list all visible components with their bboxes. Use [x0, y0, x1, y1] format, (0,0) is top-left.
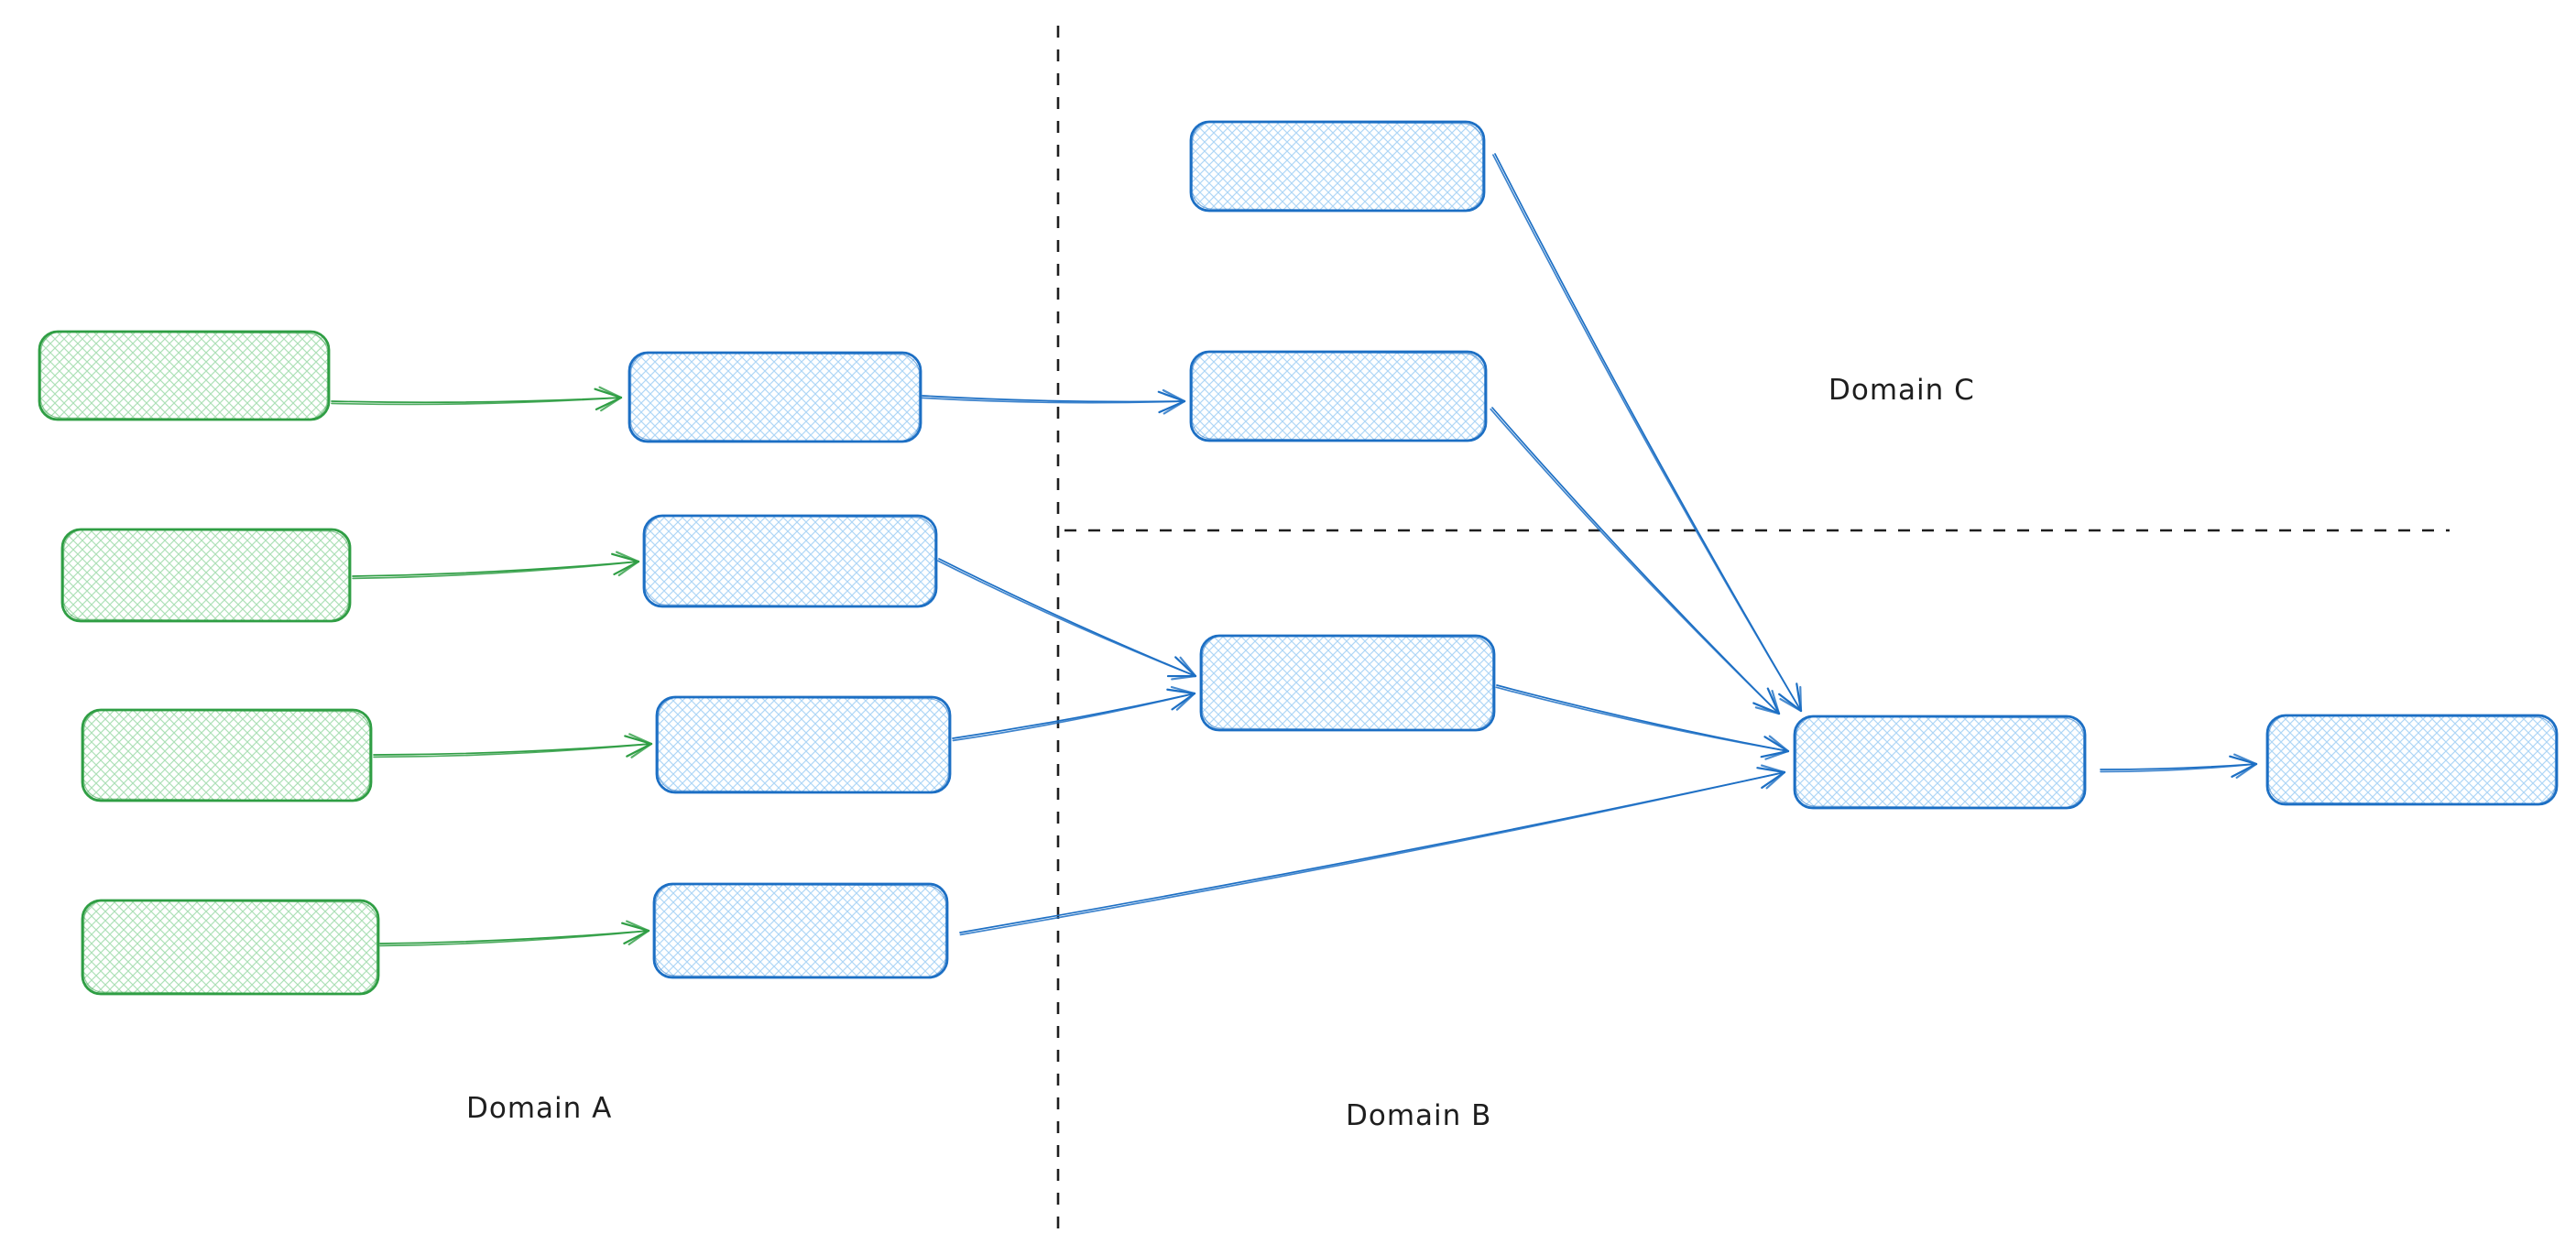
- node-a-process-1: [628, 351, 922, 443]
- edge-a4-to-p4: [379, 920, 650, 947]
- edge-m2-to-out: [2100, 753, 2258, 779]
- node-a-source-2: [60, 528, 352, 623]
- edge-a1-to-p1: [331, 386, 623, 412]
- edge-p4-to-m2: [959, 764, 1786, 936]
- node-c-node-1: [1189, 120, 1486, 213]
- node-a-process-3: [655, 695, 952, 794]
- node-b-merge-1: [1199, 634, 1496, 732]
- node-a-source-3: [81, 708, 373, 802]
- domain-c-label: Domain C: [1828, 374, 1975, 407]
- edge-a2-to-p2: [352, 551, 640, 580]
- node-a-process-4: [652, 882, 949, 979]
- edge-a3-to-p3: [373, 733, 653, 758]
- node-c-node-2: [1189, 350, 1488, 442]
- domain-a-label: Domain A: [466, 1092, 613, 1125]
- edge-p1-to-c2: [922, 388, 1186, 415]
- domain-b-label: Domain B: [1346, 1099, 1492, 1132]
- node-a-process-2: [642, 514, 938, 608]
- edge-p2-to-m1: [937, 558, 1197, 681]
- edge-p3-to-m1: [952, 685, 1196, 742]
- edge-c1-to-m2: [1492, 153, 1803, 713]
- node-a-source-4: [81, 899, 380, 996]
- node-a-source-1: [38, 330, 331, 421]
- edge-c2-to-m2: [1490, 407, 1781, 715]
- node-b-merge-2: [1793, 715, 2087, 810]
- node-b-output: [2265, 714, 2559, 806]
- edge-m1-to-m2: [1495, 684, 1790, 760]
